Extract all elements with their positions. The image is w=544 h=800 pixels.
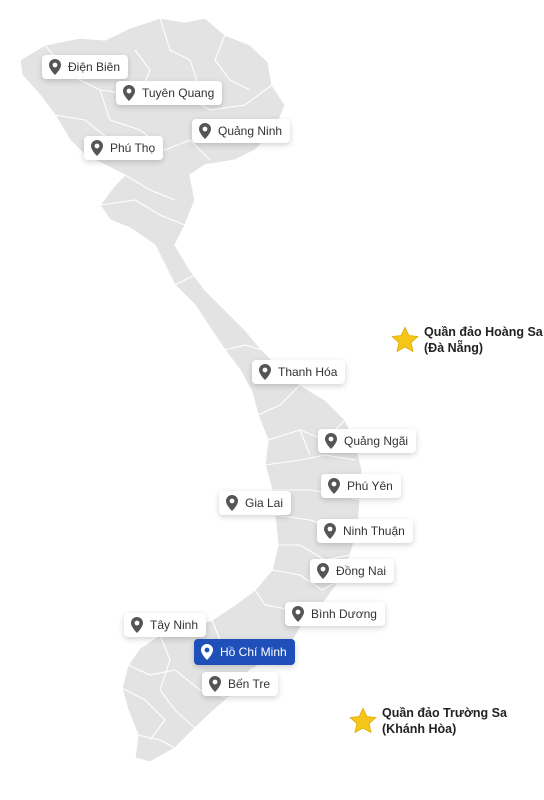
pin-quang-ngai[interactable]: Quảng Ngãi [318, 429, 417, 453]
pin-label: Bình Dương [311, 607, 377, 621]
pin-label: Bến Tre [228, 677, 271, 691]
map-pin-icon [200, 644, 214, 660]
pin-label: Quảng Ngãi [344, 434, 409, 448]
pin-ben-tre[interactable]: Bến Tre [202, 672, 279, 696]
island-name: Quần đảo Hoàng Sa [424, 325, 543, 339]
pin-ho-chi-minh[interactable]: Hồ Chí Minh [194, 639, 295, 665]
pin-ninh-thuan[interactable]: Ninh Thuận [317, 519, 413, 543]
map-pin-icon [122, 85, 136, 101]
pin-label: Ninh Thuận [343, 524, 405, 538]
vietnam-outline [19, 17, 363, 763]
map-pin-icon [48, 59, 62, 75]
pin-gia-lai[interactable]: Gia Lai [219, 491, 292, 515]
map-pin-icon [323, 523, 337, 539]
pin-label: Quảng Ninh [218, 124, 283, 138]
island-province: (Khánh Hòa) [382, 722, 457, 736]
pin-phu-tho[interactable]: Phú Thọ [84, 136, 164, 160]
pin-dien-bien[interactable]: Điện Biên [42, 55, 129, 79]
star-icon [349, 707, 377, 734]
map-pin-icon [291, 606, 305, 622]
pin-label: Phú Yên [347, 479, 393, 493]
map-pin-icon [130, 617, 144, 633]
star-icon [391, 326, 419, 353]
map-pin-icon [225, 495, 239, 511]
map-pin-icon [258, 364, 272, 380]
island-name: Quần đảo Trường Sa [382, 706, 507, 720]
pin-label: Hồ Chí Minh [220, 645, 287, 659]
island-truong-sa[interactable]: Quần đảo Trường Sa (Khánh Hòa) [348, 705, 507, 737]
pin-label: Gia Lai [245, 496, 284, 510]
island-hoang-sa[interactable]: Quần đảo Hoàng Sa (Đà Nẵng) [390, 324, 543, 356]
pin-tuyen-quang[interactable]: Tuyên Quang [116, 81, 223, 105]
map-pin-icon [90, 140, 104, 156]
island-province: (Đà Nẵng) [424, 341, 484, 355]
pin-dong-nai[interactable]: Đồng Nai [310, 559, 395, 583]
map-pin-icon [324, 433, 338, 449]
pin-label: Đồng Nai [336, 564, 387, 578]
pin-label: Phú Thọ [110, 141, 156, 155]
pin-phu-yen[interactable]: Phú Yên [321, 474, 401, 498]
map-pin-icon [198, 123, 212, 139]
map-pin-icon [327, 478, 341, 494]
pin-label: Tây Ninh [150, 618, 199, 632]
pin-label: Tuyên Quang [142, 86, 215, 100]
pin-label: Điện Biên [68, 60, 121, 74]
pin-quang-ninh[interactable]: Quảng Ninh [192, 119, 291, 143]
map-pin-icon [316, 563, 330, 579]
pin-tay-ninh[interactable]: Tây Ninh [124, 613, 207, 637]
pin-thanh-hoa[interactable]: Thanh Hóa [252, 360, 346, 384]
map-pin-icon [208, 676, 222, 692]
pin-label: Thanh Hóa [278, 365, 338, 379]
pin-binh-duong[interactable]: Bình Dương [285, 602, 385, 626]
